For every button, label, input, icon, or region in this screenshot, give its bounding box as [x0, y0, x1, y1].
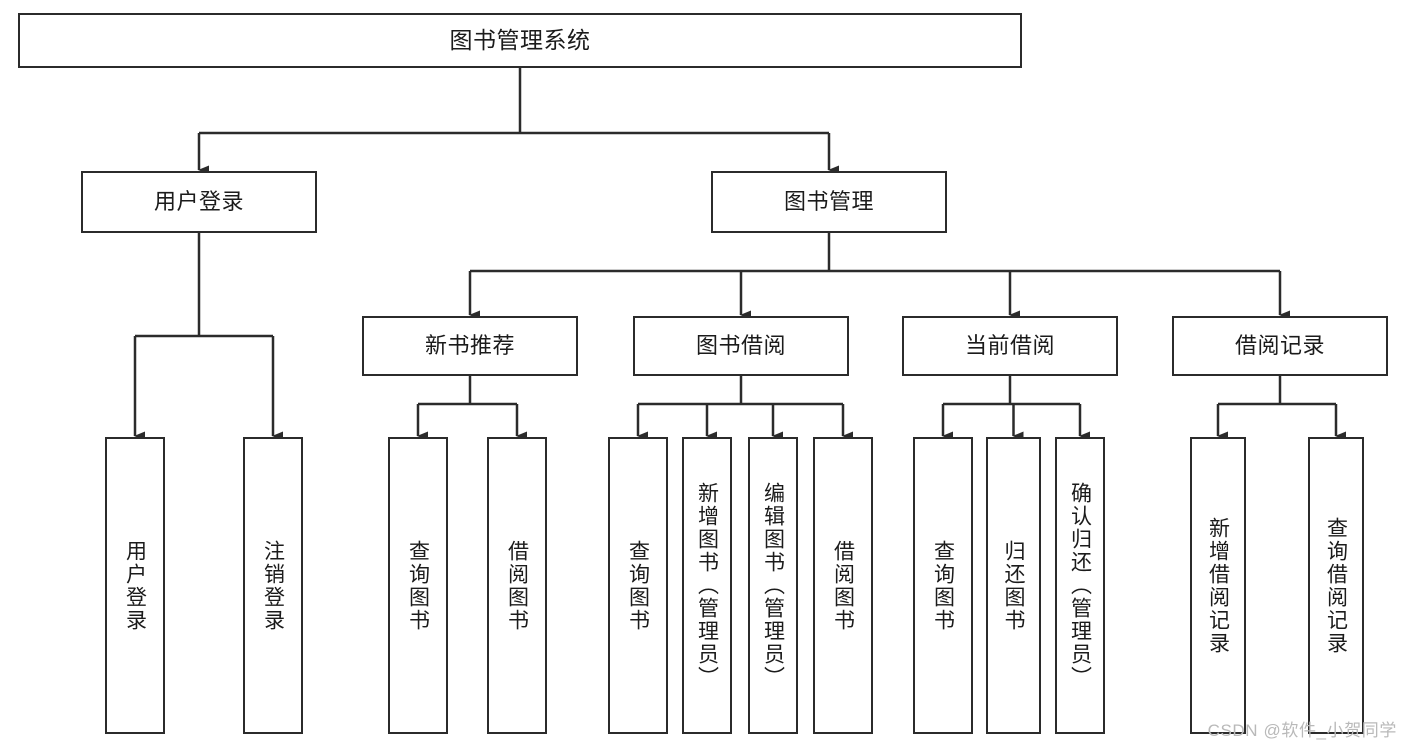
- connector-paths: [133, 68, 1346, 441]
- node-label: 新增借阅记录: [1206, 516, 1230, 655]
- node-current-borrow: 当前借阅: [902, 316, 1118, 376]
- node-leaf-confirm-return: 确认归还（管理员）: [1055, 437, 1105, 734]
- node-leaf-add-book: 新增图书（管理员）: [682, 437, 732, 734]
- node-leaf-logout: 注销登录: [243, 437, 303, 734]
- node-new-book-recommend: 新书推荐: [362, 316, 578, 376]
- node-book-manage: 图书管理: [711, 171, 947, 233]
- node-borrow-record: 借阅记录: [1172, 316, 1388, 376]
- node-label: 用户登录: [153, 189, 244, 215]
- node-label: 借阅图书: [505, 539, 529, 632]
- node-label: 用户登录: [123, 539, 147, 632]
- node-leaf-borrow-book-2: 借阅图书: [813, 437, 873, 734]
- node-leaf-return-book: 归还图书: [986, 437, 1041, 734]
- node-root: 图书管理系统: [18, 13, 1022, 68]
- node-label: 查询借阅记录: [1324, 516, 1348, 655]
- node-label: 确认归还（管理员）: [1068, 482, 1092, 689]
- node-leaf-query-book-2: 查询图书: [608, 437, 668, 734]
- node-label: 借阅图书: [831, 539, 855, 632]
- node-label: 借阅记录: [1234, 333, 1325, 359]
- node-label: 当前借阅: [964, 333, 1055, 359]
- node-label: 查询图书: [406, 539, 430, 632]
- node-label: 查询图书: [626, 539, 650, 632]
- node-label: 图书管理系统: [449, 26, 591, 53]
- node-label: 注销登录: [261, 539, 285, 632]
- node-label: 新增图书（管理员）: [695, 482, 719, 689]
- watermark: CSDN @软件_小贺同学: [1207, 721, 1397, 740]
- node-user-login: 用户登录: [81, 171, 317, 233]
- node-leaf-edit-book: 编辑图书（管理员）: [748, 437, 798, 734]
- node-label: 新书推荐: [424, 333, 515, 359]
- node-label: 查询图书: [931, 539, 955, 632]
- node-leaf-user-login: 用户登录: [105, 437, 165, 734]
- node-label: 图书借阅: [695, 333, 786, 359]
- node-leaf-query-book-1: 查询图书: [388, 437, 448, 734]
- node-label: 图书管理: [783, 189, 874, 215]
- node-leaf-borrow-book-1: 借阅图书: [487, 437, 547, 734]
- node-label: 归还图书: [1002, 539, 1025, 632]
- node-leaf-add-record: 新增借阅记录: [1190, 437, 1246, 734]
- node-leaf-query-record: 查询借阅记录: [1308, 437, 1364, 734]
- node-label: 编辑图书（管理员）: [761, 482, 785, 689]
- node-book-borrow: 图书借阅: [633, 316, 849, 376]
- node-leaf-query-book-3: 查询图书: [913, 437, 973, 734]
